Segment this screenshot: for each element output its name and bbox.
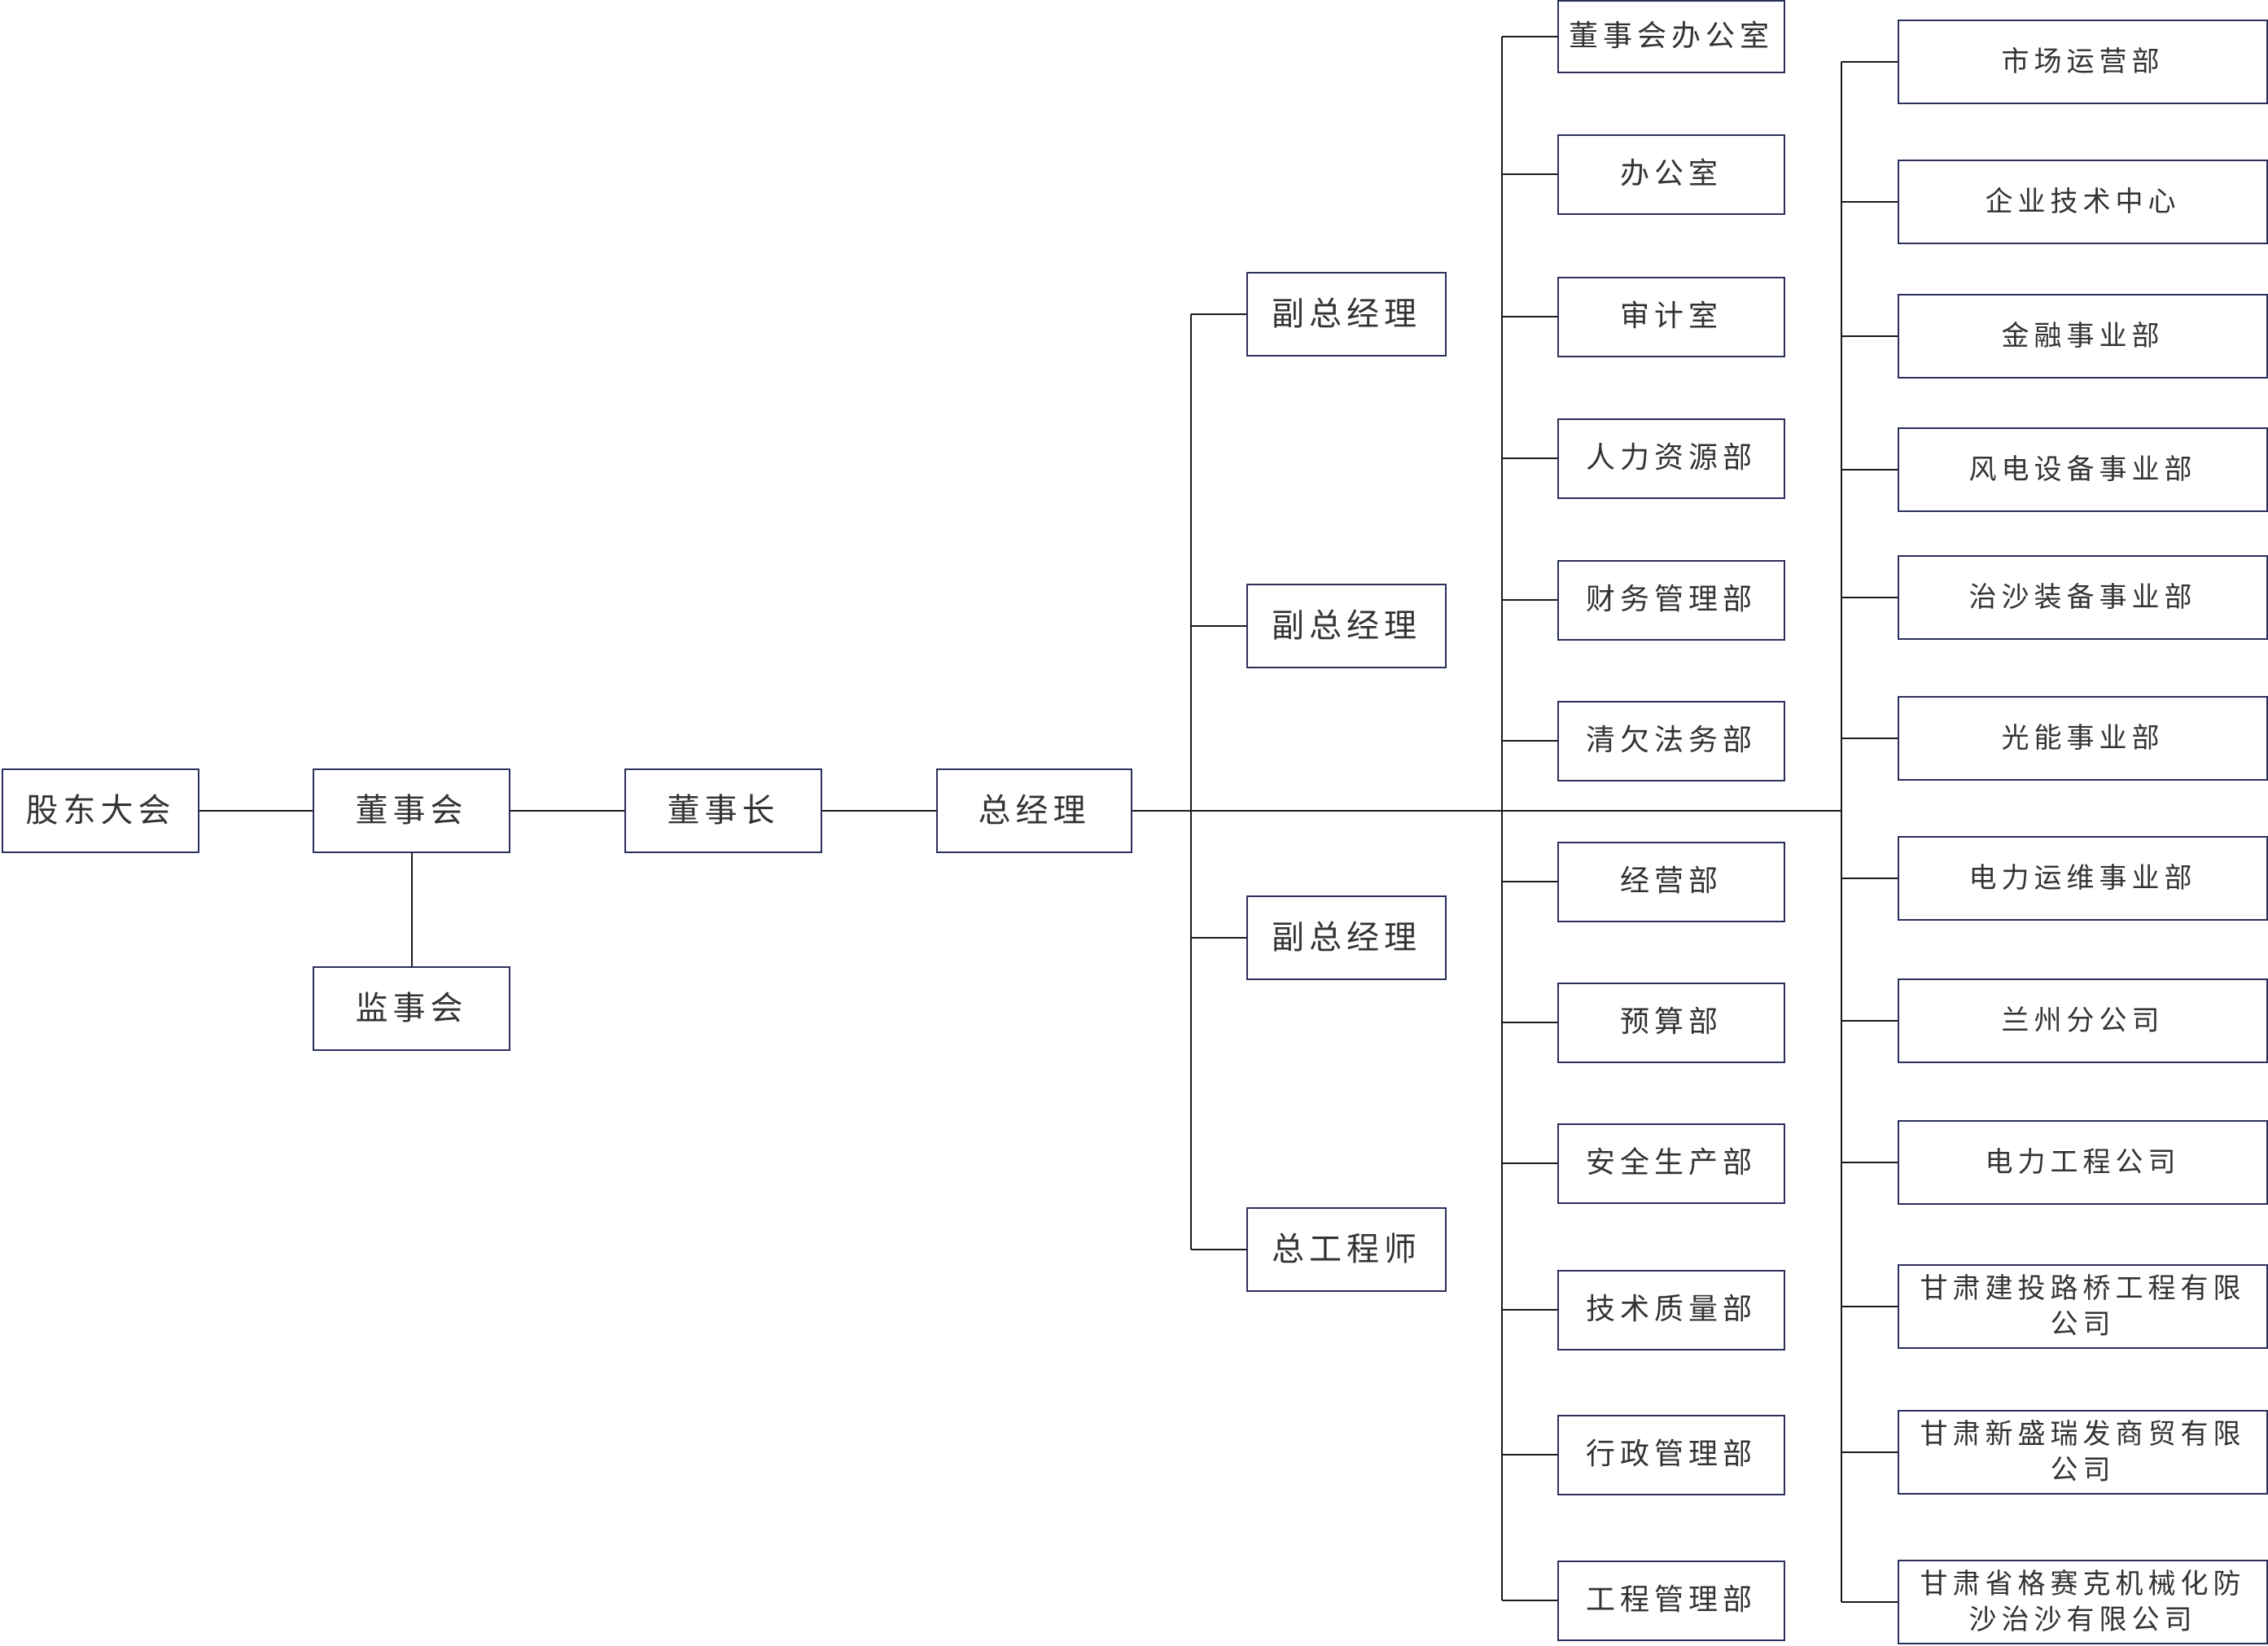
node-shareholders: 股东大会 (2, 768, 199, 853)
node-chairman: 董事长 (624, 768, 822, 853)
business-unit-box: 甘肃建投路桥工程有限公司 (1898, 1264, 2268, 1349)
business-unit-box: 市场运营部 (1898, 20, 2268, 104)
business-unit-box: 风电设备事业部 (1898, 427, 2268, 512)
department-box: 清欠法务部 (1557, 701, 1785, 781)
business-unit-box: 治沙装备事业部 (1898, 555, 2268, 640)
business-unit-box: 金融事业部 (1898, 294, 2268, 379)
node-supervisors: 监事会 (313, 966, 510, 1051)
business-unit-box: 甘肃新盛瑞发商贸有限公司 (1898, 1410, 2268, 1495)
department-box: 审计室 (1557, 277, 1785, 357)
business-unit-box: 电力运维事业部 (1898, 836, 2268, 921)
department-box: 人力资源部 (1557, 418, 1785, 499)
node-deputy-gm-1: 副总经理 (1246, 272, 1447, 357)
department-box: 经营部 (1557, 842, 1785, 922)
department-box: 财务管理部 (1557, 560, 1785, 641)
node-deputy-gm-2: 副总经理 (1246, 584, 1447, 668)
node-deputy-gm-3: 副总经理 (1246, 895, 1447, 980)
department-box: 董事会办公室 (1557, 0, 1785, 73)
business-unit-box: 兰州分公司 (1898, 978, 2268, 1063)
node-board: 董事会 (313, 768, 510, 853)
business-unit-box: 光能事业部 (1898, 696, 2268, 781)
department-box: 技术质量部 (1557, 1270, 1785, 1351)
department-box: 预算部 (1557, 983, 1785, 1063)
business-unit-box: 甘肃省格赛克机械化防沙治沙有限公司 (1898, 1560, 2268, 1644)
department-box: 行政管理部 (1557, 1415, 1785, 1495)
department-box: 办公室 (1557, 134, 1785, 215)
node-general-manager: 总经理 (936, 768, 1132, 853)
department-box: 安全生产部 (1557, 1123, 1785, 1204)
node-chief-engineer: 总工程师 (1246, 1207, 1447, 1292)
business-unit-box: 电力工程公司 (1898, 1120, 2268, 1205)
department-box: 工程管理部 (1557, 1561, 1785, 1641)
business-unit-box: 企业技术中心 (1898, 160, 2268, 244)
